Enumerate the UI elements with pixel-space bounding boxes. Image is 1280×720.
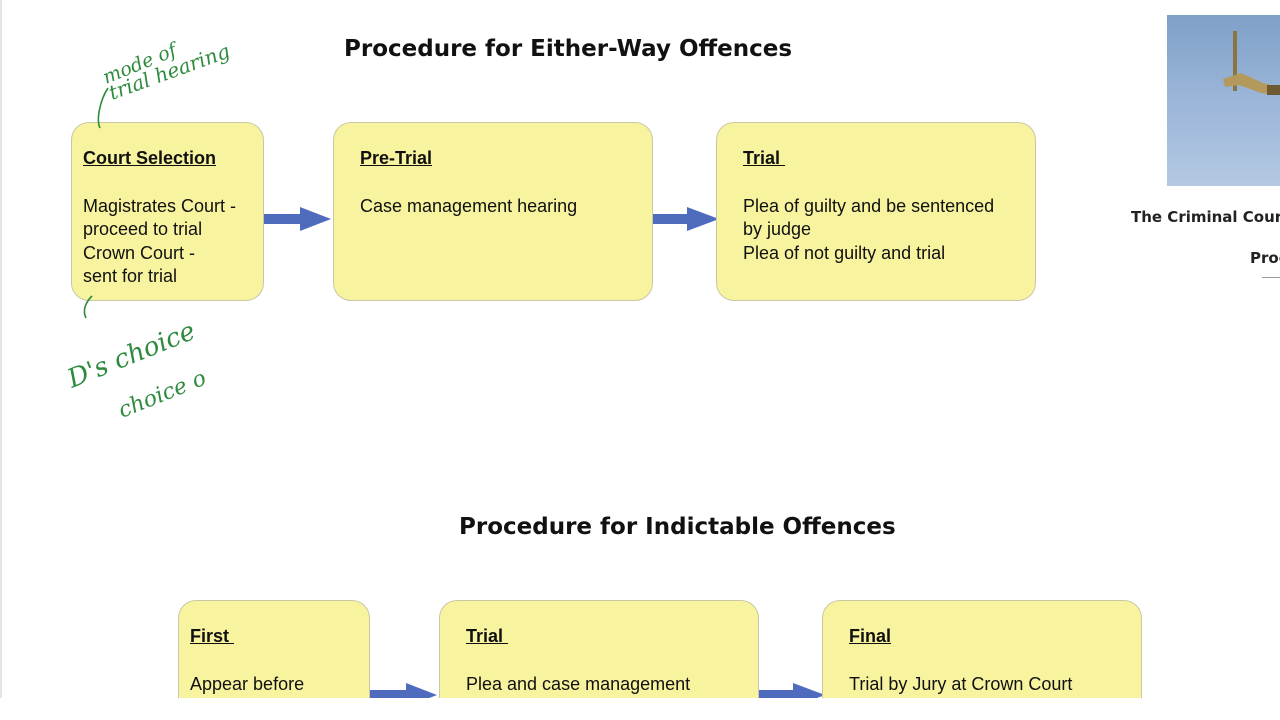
box-line: Trial by Jury at Crown Court [849, 673, 1073, 694]
court-selection-box: Court Selection Magistrates Court - proc… [71, 122, 264, 301]
caption-underline [1262, 277, 1280, 278]
box-line: Magistrates Court - [83, 195, 237, 216]
box-heading: Court Selection [83, 148, 217, 168]
box-line: Case management hearing [360, 195, 578, 216]
box-heading: Final [849, 626, 892, 646]
box-line: proceed to trial [83, 219, 203, 239]
box-line: Appear before [190, 673, 305, 694]
ink-stroke [83, 295, 93, 319]
box-heading: Trial [743, 148, 786, 168]
box-line: Plea of guilty and be sentenced [743, 195, 995, 216]
box-line: Crown Court - [83, 242, 196, 263]
pre-trial-box: Pre-Trial Case management hearing [333, 122, 653, 301]
video-bottom-strip [0, 698, 1280, 720]
indictable-title: Procedure for Indictable Offences [459, 514, 896, 540]
box-heading: Trial [466, 626, 509, 646]
box-line: sent for trial [83, 266, 178, 286]
either-way-title: Procedure for Either-Way Offences [344, 36, 793, 62]
ink-stroke [97, 87, 109, 129]
slide-left-border [0, 0, 2, 720]
arrow-right-icon [264, 207, 331, 231]
trial-box: Trial Plea of guilty and be sentenced by… [716, 122, 1036, 301]
box-line: Plea of not guilty and trial [743, 242, 946, 263]
scales-of-justice-image [1167, 15, 1280, 186]
box-line: by judge [743, 219, 812, 239]
box-heading: First [190, 626, 235, 646]
side-caption-title: The Criminal Court [1131, 208, 1280, 226]
box-line: Plea and case management [466, 673, 691, 694]
arrow-right-icon [653, 207, 719, 231]
statue-icon [1223, 31, 1280, 95]
handwritten-note: choice o [115, 366, 210, 424]
side-caption-subtitle: Proc [1250, 249, 1280, 267]
box-heading: Pre-Trial [360, 148, 433, 168]
